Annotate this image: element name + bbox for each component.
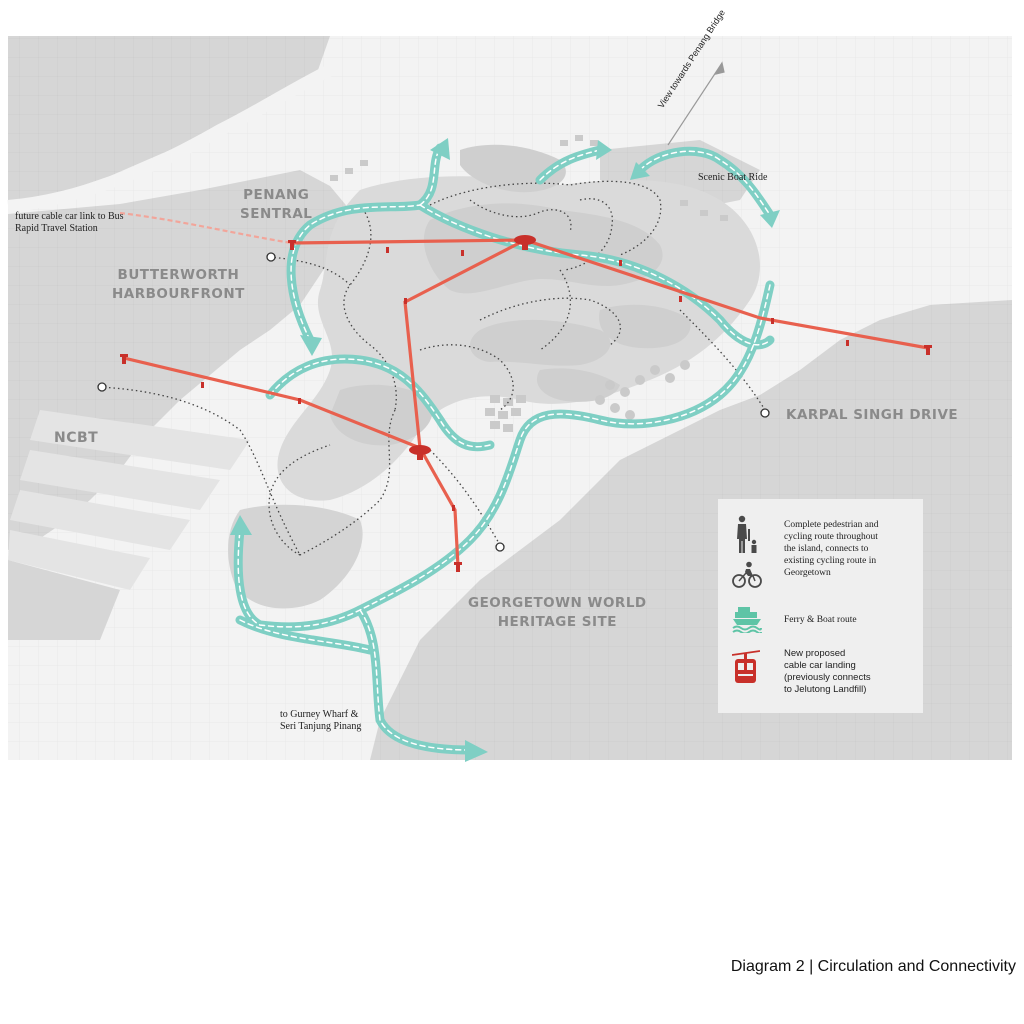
legend-pedestrian-text: Complete pedestrian and cycling route th… bbox=[784, 520, 879, 578]
note-scenic-boat: Scenic Boat Ride bbox=[698, 172, 768, 183]
note-cable-car-link: future cable car link to Bus Rapid Trave… bbox=[15, 211, 124, 234]
ferry-icon bbox=[732, 607, 762, 633]
label-ncbt: NCBT bbox=[54, 430, 99, 446]
cable-car-stations bbox=[120, 235, 932, 572]
label-karpal: KARPAL SINGH DRIVE bbox=[786, 407, 959, 423]
pedestrian-icon bbox=[737, 515, 757, 553]
reclaimed-islands bbox=[228, 144, 760, 609]
pedestrian-cycling-routes bbox=[99, 180, 766, 556]
mainland-landmass bbox=[7, 36, 350, 640]
route-endpoints bbox=[97, 252, 770, 552]
label-georgetown: GEORGETOWN WORLD HERITAGE SITE bbox=[468, 595, 647, 630]
note-gurney: to Gurney Wharf & Seri Tanjung Pinang bbox=[280, 709, 362, 732]
map-legend: Complete pedestrian and cycling route th… bbox=[718, 499, 923, 713]
ferry-boat-routes bbox=[230, 138, 780, 762]
legend-cable-car-text: New proposed cable car landing (previous… bbox=[784, 648, 871, 695]
legend-ferry-text: Ferry & Boat route bbox=[784, 615, 857, 625]
cable-car-icon bbox=[732, 650, 760, 683]
cable-car-future-link bbox=[119, 211, 293, 245]
cyclist-icon bbox=[732, 561, 762, 588]
arrow-icon bbox=[667, 61, 725, 146]
label-penang-sentral: PENANG SENTRAL bbox=[240, 187, 313, 222]
diagram-caption: Diagram 2 | Circulation and Connectivity bbox=[730, 958, 1016, 975]
label-butterworth: BUTTERWORTH HARBOURFRONT bbox=[112, 267, 245, 302]
